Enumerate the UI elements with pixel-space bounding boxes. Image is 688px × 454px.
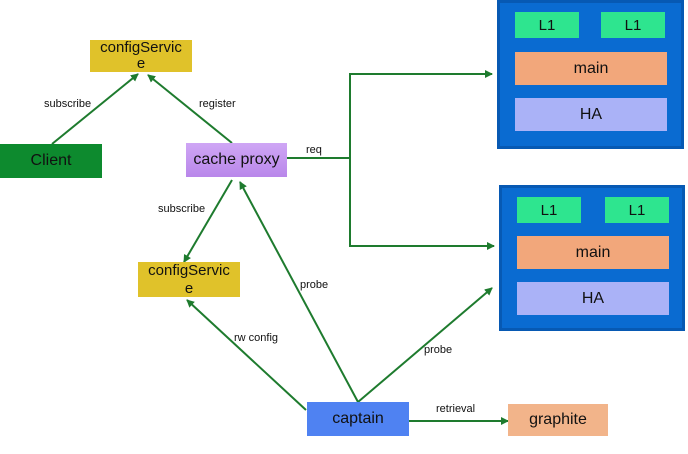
cluster-top-l1-left: L1 (515, 12, 579, 38)
edge-label-probe-cluster: probe (424, 344, 453, 356)
config-service-top-node: configServic e (90, 40, 192, 72)
captain-to-configmid-arrow (186, 299, 307, 411)
client-node: Client (0, 144, 102, 178)
config-service-mid-node: configServic e (138, 262, 240, 297)
cluster-top-l1-right: L1 (601, 12, 665, 38)
cluster-bottom-main: main (517, 236, 669, 269)
edge-label-subscribe-mid: subscribe (158, 203, 206, 215)
edge-label-req: req (306, 144, 322, 156)
cluster-top-main: main (515, 52, 667, 85)
req-connector (287, 70, 493, 159)
client-to-config-arrow (51, 73, 139, 145)
edge-label-retrieval: retrieval (436, 403, 476, 415)
cluster-bottom-l1-left: L1 (517, 197, 581, 223)
edge-label-subscribe-top: subscribe (44, 98, 92, 110)
cache-proxy-node: cache proxy (186, 143, 287, 177)
proxy-to-configmid-arrow (183, 179, 233, 263)
req-connector-lower (349, 158, 495, 250)
edge-label-probe-proxy: probe (300, 279, 329, 291)
cluster-bottom-l1-right: L1 (605, 197, 669, 223)
graphite-node: graphite (508, 404, 608, 436)
cluster-top-ha: HA (515, 98, 667, 131)
edge-label-rw-config: rw config (234, 332, 279, 344)
proxy-to-config-arrow (147, 74, 233, 144)
captain-node: captain (307, 402, 409, 436)
captain-to-cluster-arrow (357, 287, 493, 403)
cluster-bottom-ha: HA (517, 282, 669, 315)
captain-to-proxy-arrow (239, 181, 359, 403)
edge-label-register: register (199, 98, 236, 110)
